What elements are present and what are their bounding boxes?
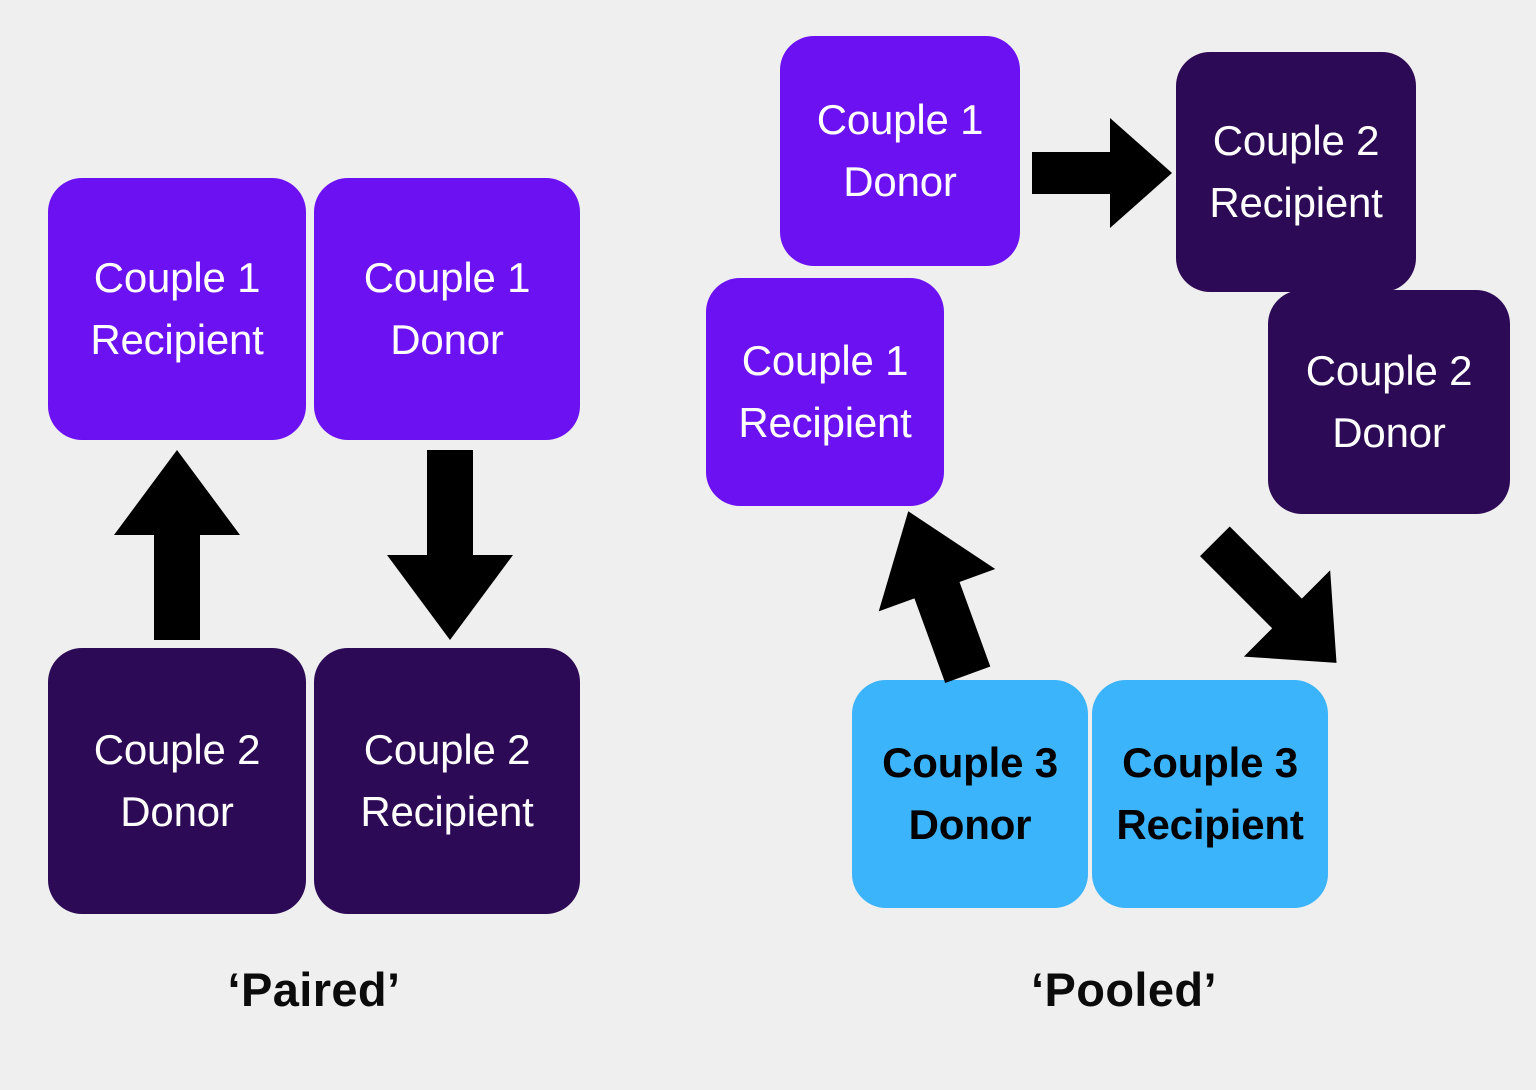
node-label-line1: Couple 1 [93,253,261,301]
node-label-line2: Recipient [360,788,534,835]
node-paired-couple1-recipient: Couple 1 Recipient [48,178,306,440]
node-label-line2: Donor [120,788,234,835]
arrow-down-icon-paired-donor1-to-recipient2 [385,450,515,640]
node-pooled-couple3-recipient: Couple 3 Recipient [1092,680,1328,908]
node-label-line1: Couple 1 [363,253,531,301]
node-pooled-couple1-donor: Couple 1 Donor [780,36,1020,266]
node-pooled-couple3-donor: Couple 3 Donor [852,680,1088,908]
arrow-up-left-icon-pooled-donor3-to-recipient1 [848,498,1028,688]
node-label-line2: Recipient [90,316,264,363]
node-label-line1: Couple 3 [882,738,1058,786]
arrow-right-icon-pooled-donor1-to-recipient2 [1032,118,1172,228]
node-label-line1: Couple 1 [741,336,909,384]
node-label-line2: Donor [908,801,1032,848]
caption-pooled: ‘Pooled’ [1031,963,1217,1016]
node-label-line2: Donor [1332,409,1446,456]
node-label-line2: Recipient [738,399,912,446]
node-label-line2: Recipient [1116,801,1304,848]
node-label-line2: Recipient [1209,179,1383,226]
caption-paired: ‘Paired’ [227,963,401,1016]
node-label-line1: Couple 3 [1122,738,1298,786]
node-label-line1: Couple 2 [93,725,261,773]
node-paired-couple2-donor: Couple 2 Donor [48,648,306,914]
node-label-line1: Couple 2 [1212,116,1380,164]
node-pooled-couple1-recipient: Couple 1 Recipient [706,278,944,506]
node-pooled-couple2-donor: Couple 2 Donor [1268,290,1510,514]
node-label-line1: Couple 2 [1305,346,1473,394]
node-label-line1: Couple 2 [363,725,531,773]
node-paired-couple1-donor: Couple 1 Donor [314,178,580,440]
node-paired-couple2-recipient: Couple 2 Recipient [314,648,580,914]
node-label-line1: Couple 1 [816,95,984,143]
arrow-down-left-icon-pooled-donor2-to-recipient3 [1185,510,1365,690]
node-label-line2: Donor [390,316,504,363]
node-label-line2: Donor [843,158,957,205]
arrow-up-icon-paired-donor2-to-recipient1 [112,450,242,640]
node-pooled-couple2-recipient: Couple 2 Recipient [1176,52,1416,292]
